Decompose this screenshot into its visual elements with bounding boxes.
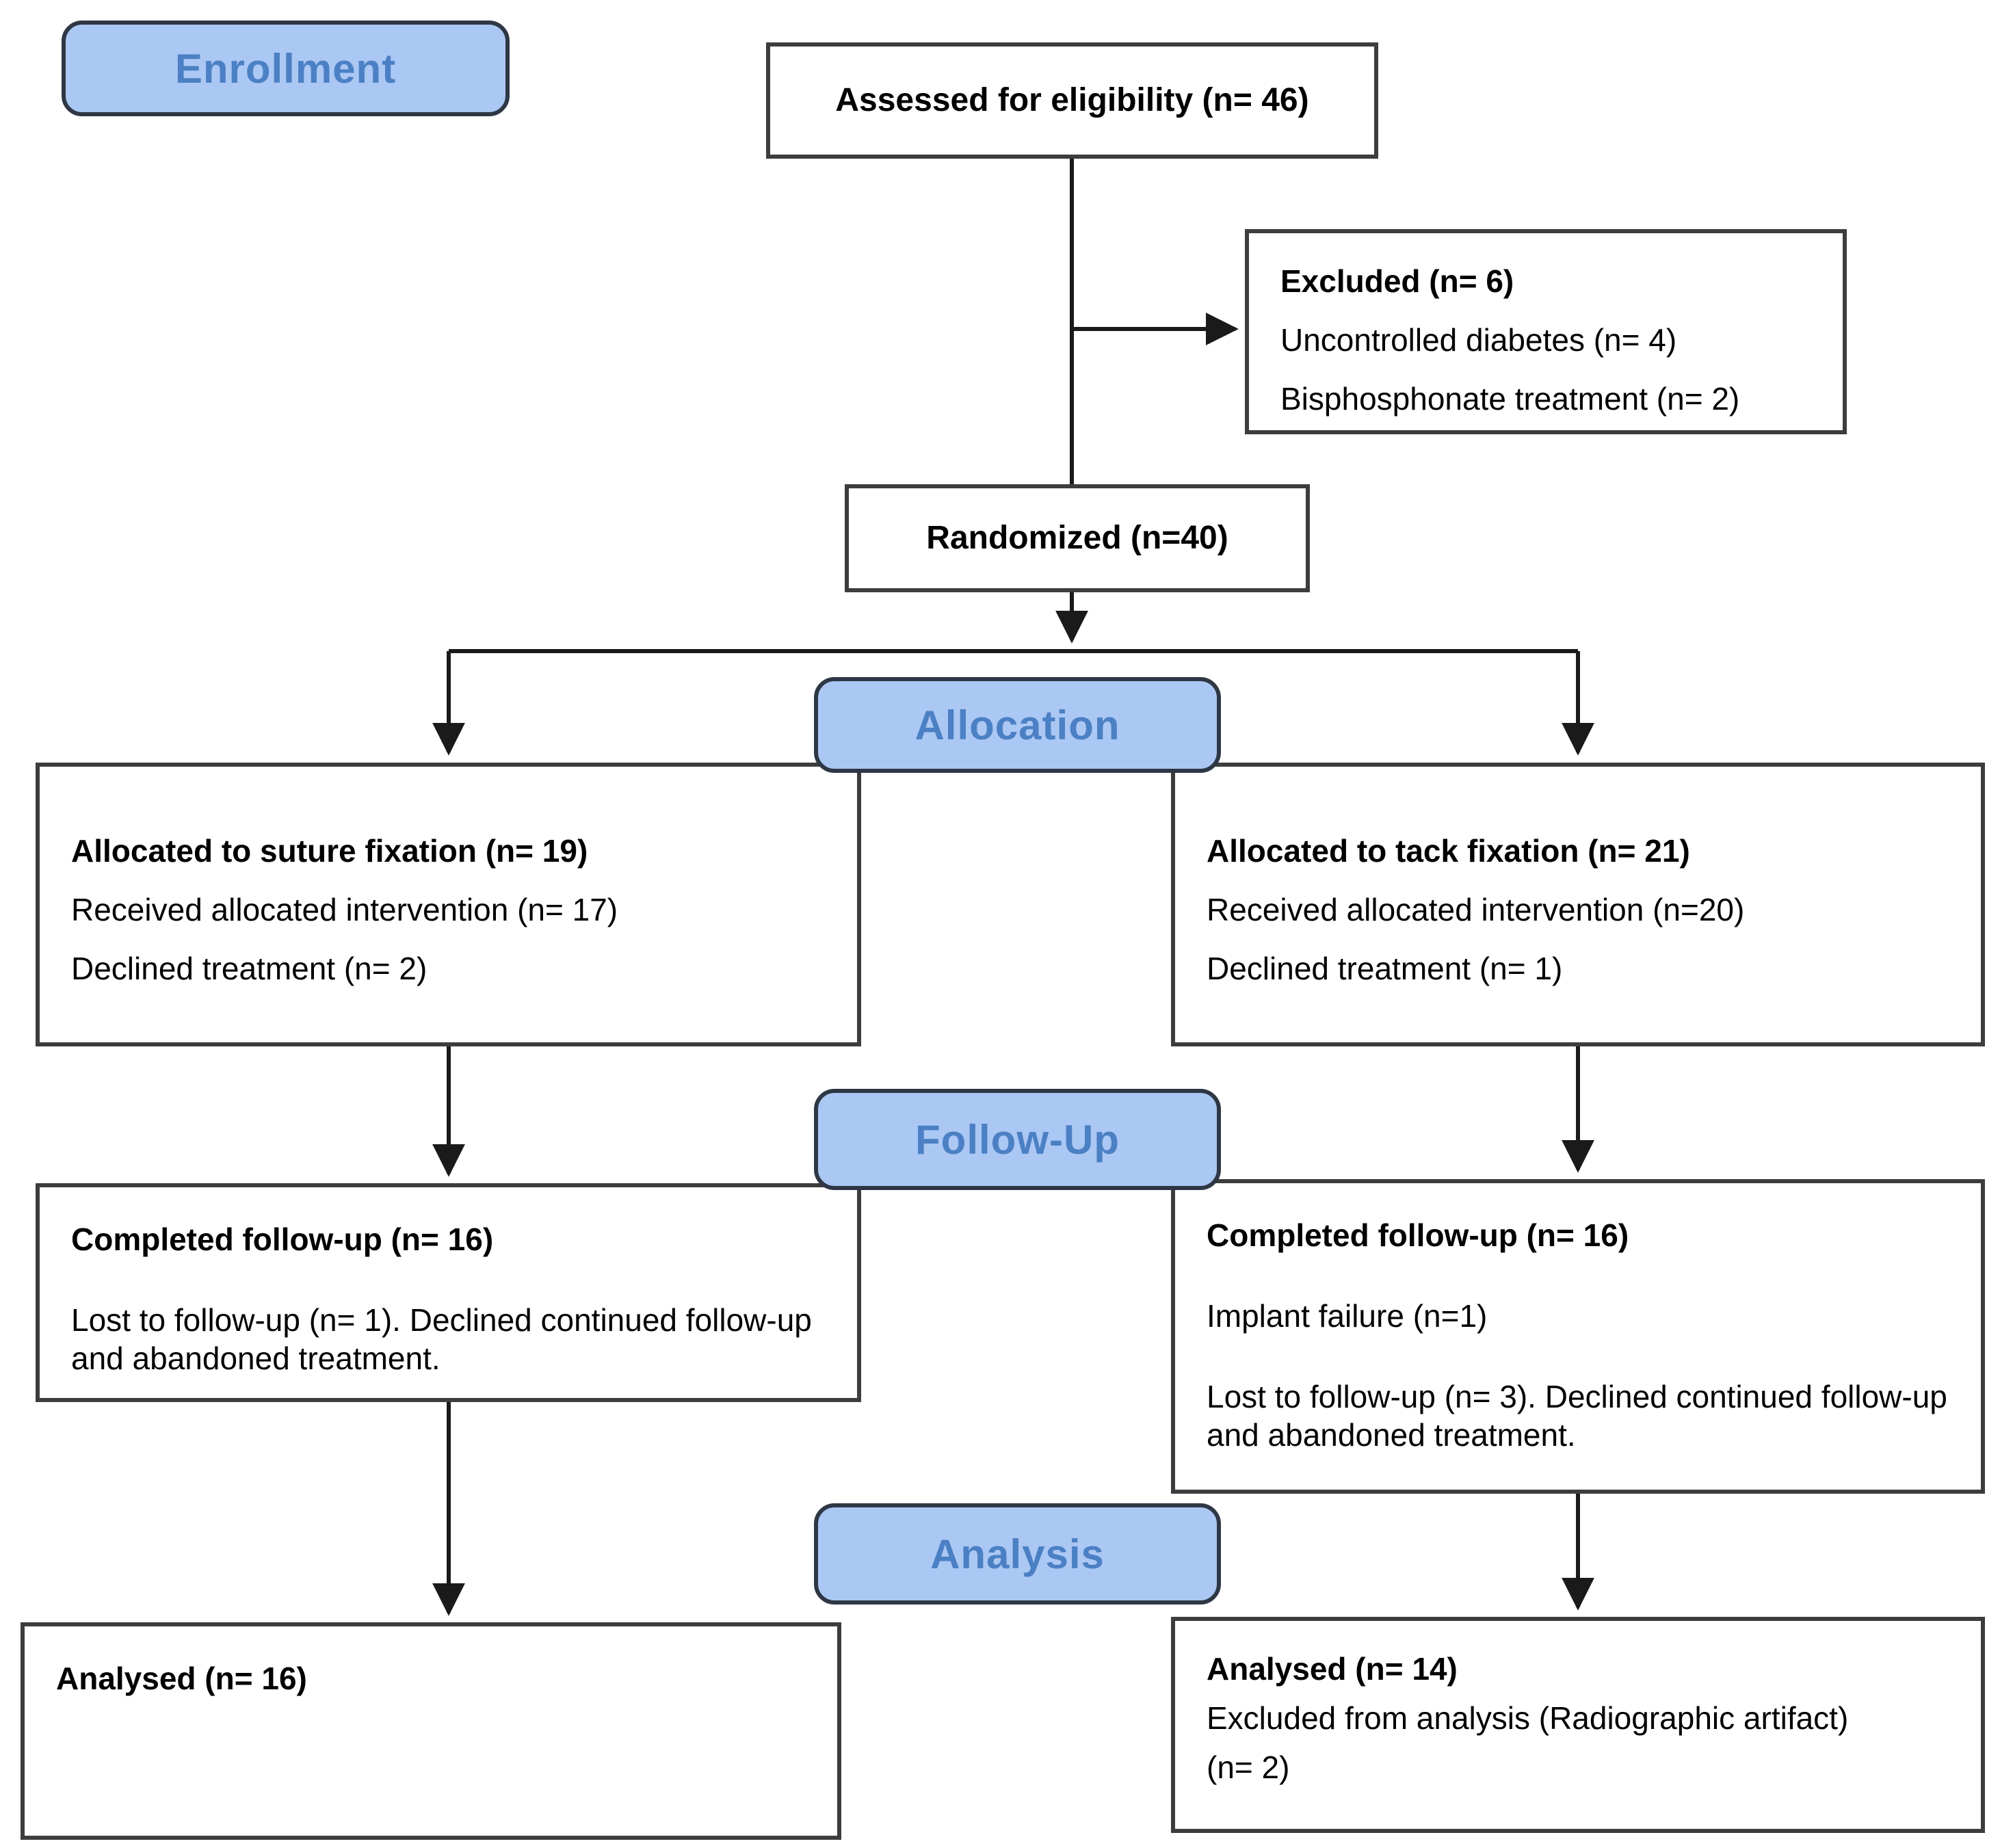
box-followup-suture-title: Completed follow-up (n= 16) bbox=[71, 1222, 494, 1257]
box-excluded-title: Excluded (n= 6) bbox=[1280, 263, 1514, 299]
box-excluded-item: Bisphosphonate treatment (n= 2) bbox=[1280, 381, 1740, 417]
box-allocated-tack-item: Declined treatment (n= 1) bbox=[1207, 951, 1563, 987]
box-analysed-tack-title: Analysed (n= 14) bbox=[1207, 1651, 1458, 1687]
box-followup-suture-item: Lost to follow-up (n= 1). Declined conti… bbox=[71, 1302, 812, 1377]
box-randomized: Randomized (n=40) bbox=[845, 484, 1310, 592]
box-completed-followup-tack: Completed follow-up (n= 16) Implant fail… bbox=[1171, 1179, 1985, 1494]
stage-badge-analysis: Analysis bbox=[814, 1503, 1221, 1605]
box-analysed-suture: Analysed (n= 16) bbox=[21, 1622, 841, 1840]
box-completed-followup-suture: Completed follow-up (n= 16) Lost to foll… bbox=[36, 1183, 861, 1402]
stage-badge-allocation: Allocation bbox=[814, 677, 1221, 773]
box-assessed-for-eligibility: Assessed for eligibility (n= 46) bbox=[766, 42, 1378, 159]
box-allocated-suture-title: Allocated to suture fixation (n= 19) bbox=[71, 833, 588, 869]
stage-badge-allocation-label: Allocation bbox=[915, 702, 1120, 748]
box-allocated-suture-item: Received allocated intervention (n= 17) bbox=[71, 892, 618, 928]
stage-badge-follow-up-label: Follow-Up bbox=[915, 1116, 1120, 1163]
box-analysed-suture-title: Analysed (n= 16) bbox=[56, 1661, 307, 1696]
box-excluded-item: Uncontrolled diabetes (n= 4) bbox=[1280, 322, 1677, 358]
stage-badge-follow-up: Follow-Up bbox=[814, 1089, 1221, 1190]
box-allocated-suture-fixation: Allocated to suture fixation (n= 19) Rec… bbox=[36, 763, 861, 1046]
box-followup-tack-item: Implant failure (n=1) bbox=[1207, 1298, 1488, 1334]
box-excluded: Excluded (n= 6) Uncontrolled diabetes (n… bbox=[1245, 229, 1847, 434]
box-analysed-tack: Analysed (n= 14) Excluded from analysis … bbox=[1171, 1617, 1985, 1833]
box-followup-tack-item: Lost to follow-up (n= 3). Declined conti… bbox=[1207, 1379, 1947, 1453]
stage-badge-enrollment: Enrollment bbox=[62, 21, 510, 116]
box-randomized-title: Randomized (n=40) bbox=[926, 519, 1228, 556]
box-allocated-tack-item: Received allocated intervention (n=20) bbox=[1207, 892, 1745, 928]
stage-badge-enrollment-label: Enrollment bbox=[174, 45, 397, 92]
box-allocated-tack-title: Allocated to tack fixation (n= 21) bbox=[1207, 833, 1690, 869]
box-allocated-tack-fixation: Allocated to tack fixation (n= 21) Recei… bbox=[1171, 763, 1985, 1046]
box-assessed-title: Assessed for eligibility (n= 46) bbox=[835, 81, 1309, 118]
box-allocated-suture-item: Declined treatment (n= 2) bbox=[71, 951, 427, 987]
stage-badge-analysis-label: Analysis bbox=[930, 1531, 1105, 1577]
box-analysed-tack-item: Excluded from analysis (Radiographic art… bbox=[1207, 1700, 1849, 1737]
box-analysed-tack-item: (n= 2) bbox=[1207, 1750, 1290, 1786]
box-followup-tack-title: Completed follow-up (n= 16) bbox=[1207, 1217, 1629, 1253]
